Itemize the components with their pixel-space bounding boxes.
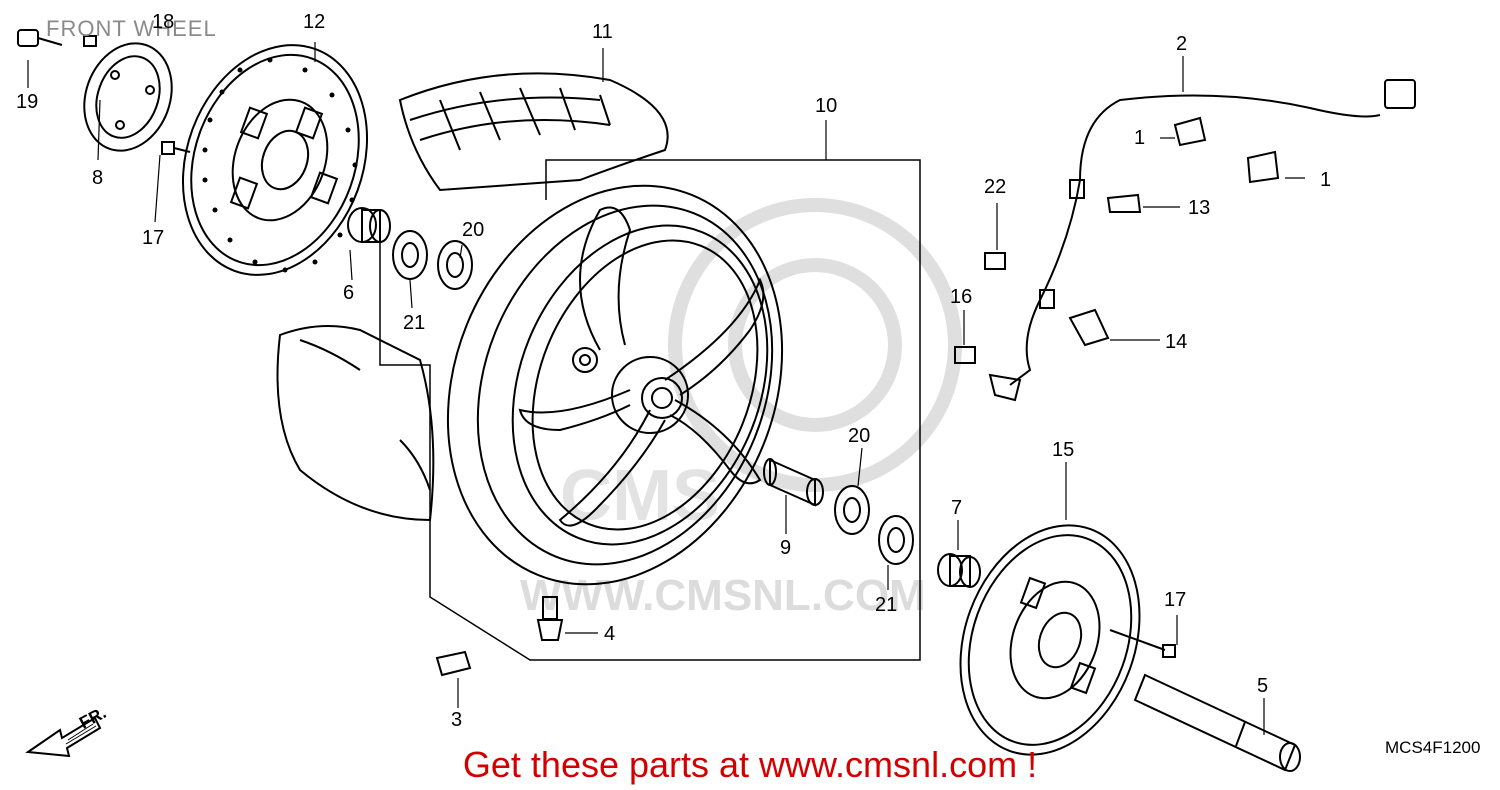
watermark-url: WWW.CMSNL.COM <box>520 571 926 620</box>
bearing-21-lower <box>878 515 914 565</box>
axle-5 <box>1133 673 1301 772</box>
callout-17: 17 <box>1164 589 1187 611</box>
callout-6: 6 <box>343 282 355 304</box>
callout-5: 5 <box>1257 675 1269 697</box>
assembly-frame <box>379 159 921 661</box>
tire-lower <box>276 325 435 522</box>
bearing-20-lower <box>834 485 870 535</box>
wheel-hub <box>572 347 689 434</box>
leader-lines <box>27 42 1305 735</box>
watermark-badge: CMS <box>560 456 720 536</box>
callout-11: 11 <box>592 21 613 43</box>
spacer-9 <box>763 458 824 507</box>
callout-20: 20 <box>848 425 871 447</box>
callout-2: 2 <box>1176 33 1188 55</box>
brake-disc-left <box>181 44 369 276</box>
callout-16: 16 <box>950 286 973 308</box>
disc-holes-left <box>202 57 358 273</box>
bearing-21-upper <box>392 230 428 280</box>
callout-19: 19 <box>16 91 39 113</box>
callout-15: 15 <box>1052 439 1075 461</box>
callout-10: 10 <box>815 95 838 117</box>
bearing-20-upper <box>437 240 473 290</box>
watermark <box>668 198 962 492</box>
callout-3: 3 <box>451 709 463 731</box>
callout-9: 9 <box>780 537 792 559</box>
tire-upper <box>398 72 669 192</box>
callout-14: 14 <box>1165 331 1188 353</box>
collar-7 <box>937 553 981 588</box>
callout-17: 17 <box>142 227 165 249</box>
clamps <box>954 116 1280 364</box>
callout-4: 4 <box>604 623 616 645</box>
wheel-rim <box>446 184 784 586</box>
pulser-ring <box>83 42 173 152</box>
callout-8: 8 <box>92 167 104 189</box>
callout-22: 22 <box>984 176 1007 198</box>
callout-21: 21 <box>875 594 898 616</box>
callout-1: 1 <box>1320 169 1332 191</box>
brake-disc-right <box>959 524 1141 756</box>
callout-21: 21 <box>403 312 426 334</box>
callout-7: 7 <box>951 497 963 519</box>
callout-12: 12 <box>303 11 326 33</box>
valve-4 <box>536 596 564 641</box>
callout-13: 13 <box>1188 197 1211 219</box>
sensor-harness <box>988 79 1416 402</box>
collar-6 <box>347 207 391 243</box>
diagram-title: FRONT WHEEL <box>46 16 217 41</box>
callout-20: 20 <box>462 219 485 241</box>
callout-1: 1 <box>1134 127 1146 149</box>
diagram-code: MCS4F1200 <box>1385 738 1481 757</box>
callout-18: 18 <box>152 11 175 33</box>
bolts-left <box>17 29 191 155</box>
promo-link[interactable]: Get these parts at www.cmsnl.com ! <box>462 744 1038 785</box>
bolt-17-right <box>1109 629 1176 658</box>
balance-weight-3 <box>435 650 472 677</box>
